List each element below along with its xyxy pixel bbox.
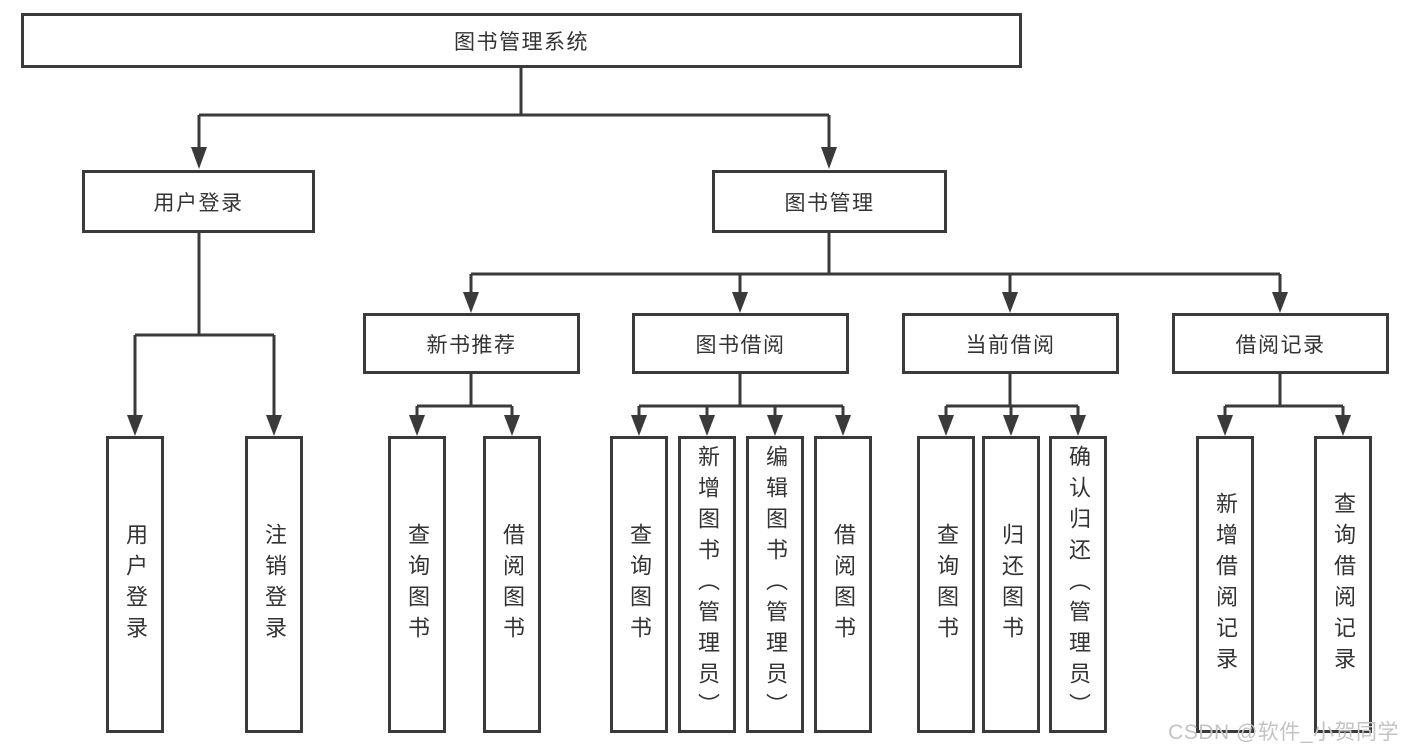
leaf-return-books: 归还图书 — [982, 436, 1040, 733]
csdn-watermark: CSDN @软件_小贺同学 — [1168, 721, 1399, 744]
leaf-query-borrow-record: 查询借阅记录 — [1314, 436, 1372, 733]
node-borrow-records: 借阅记录 — [1172, 313, 1389, 374]
leaf-add-books-admin: 新增图书（管理员） — [678, 436, 736, 733]
node-root-system: 图书管理系统 — [21, 13, 1022, 68]
node-book-management: 图书管理 — [712, 170, 947, 233]
leaf-logout: 注销登录 — [245, 436, 303, 733]
leaf-add-borrow-record: 新增借阅记录 — [1196, 436, 1254, 733]
leaf-borrow-books: 借阅图书 — [814, 436, 872, 733]
leaf-edit-books-admin: 编辑图书（管理员） — [746, 436, 804, 733]
node-book-borrow: 图书借阅 — [632, 313, 849, 374]
arrowheads — [127, 147, 1351, 436]
leaf-user-login: 用户登录 — [106, 436, 164, 733]
node-user-login: 用户登录 — [82, 170, 315, 233]
leaf-query-books-borrow: 查询图书 — [610, 436, 668, 733]
leaf-query-books-current: 查询图书 — [917, 436, 975, 733]
leaf-borrow-books-recommend: 借阅图书 — [483, 436, 541, 733]
node-current-borrow: 当前借阅 — [902, 313, 1119, 374]
leaf-confirm-return-admin: 确认归还（管理员） — [1049, 436, 1107, 733]
node-new-book-recommend: 新书推荐 — [363, 313, 580, 374]
leaf-query-books-recommend: 查询图书 — [388, 436, 446, 733]
